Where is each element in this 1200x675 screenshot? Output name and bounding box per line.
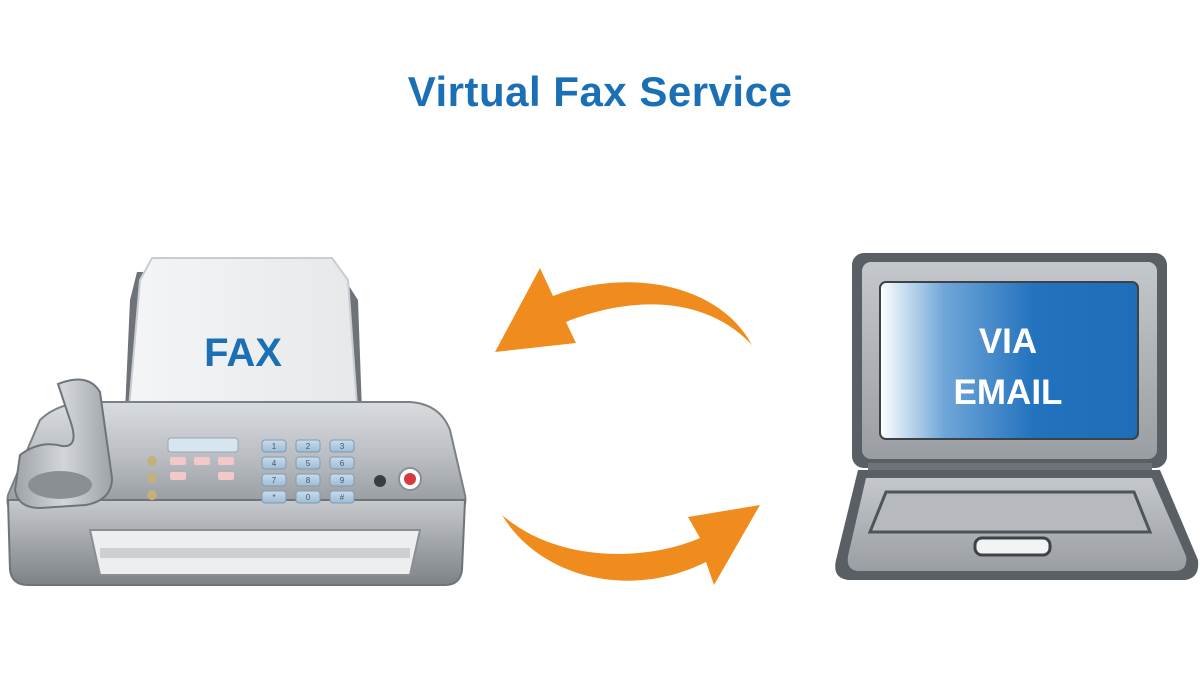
fax-key-label: 0 — [306, 493, 311, 502]
laptop-screen-line2: EMAIL — [954, 373, 1063, 412]
fax-function-key — [170, 472, 186, 480]
fax-function-key — [170, 457, 186, 465]
laptop-touchpad — [975, 538, 1050, 555]
fax-function-key — [218, 472, 234, 480]
fax-key-label: 9 — [340, 476, 345, 485]
fax-key-label: 8 — [306, 476, 311, 485]
laptop-screen-line1: VIA — [979, 322, 1037, 361]
fax-key-label: 2 — [306, 442, 311, 451]
fax-slot-shade — [100, 548, 410, 558]
fax-paper-label: FAX — [204, 331, 282, 375]
fax-indicator-light — [147, 490, 157, 500]
fax-function-key — [218, 457, 234, 465]
fax-key-label: * — [272, 493, 275, 502]
laptop: VIA EMAIL — [835, 253, 1198, 580]
fax-indicator-light — [147, 473, 157, 483]
fax-key-label: 7 — [272, 476, 277, 485]
fax-key-label: 3 — [340, 442, 345, 451]
fax-key-label: 6 — [340, 459, 345, 468]
laptop-keyboard-area — [870, 492, 1150, 532]
fax-machine: FAX — [8, 258, 466, 585]
fax-indicator-light — [147, 456, 157, 466]
fax-display — [168, 438, 238, 452]
fax-key-label: 4 — [272, 459, 277, 468]
arrow-to-laptop — [502, 505, 760, 585]
fax-key-label: # — [340, 493, 345, 502]
fax-function-key — [194, 457, 210, 465]
fax-key-label: 5 — [306, 459, 311, 468]
arrow-to-fax — [495, 268, 752, 352]
fax-key-label: 1 — [272, 442, 277, 451]
fax-stop-button — [374, 475, 386, 487]
fax-handset-cradle — [28, 471, 92, 499]
fax-start-button-light — [404, 473, 416, 485]
